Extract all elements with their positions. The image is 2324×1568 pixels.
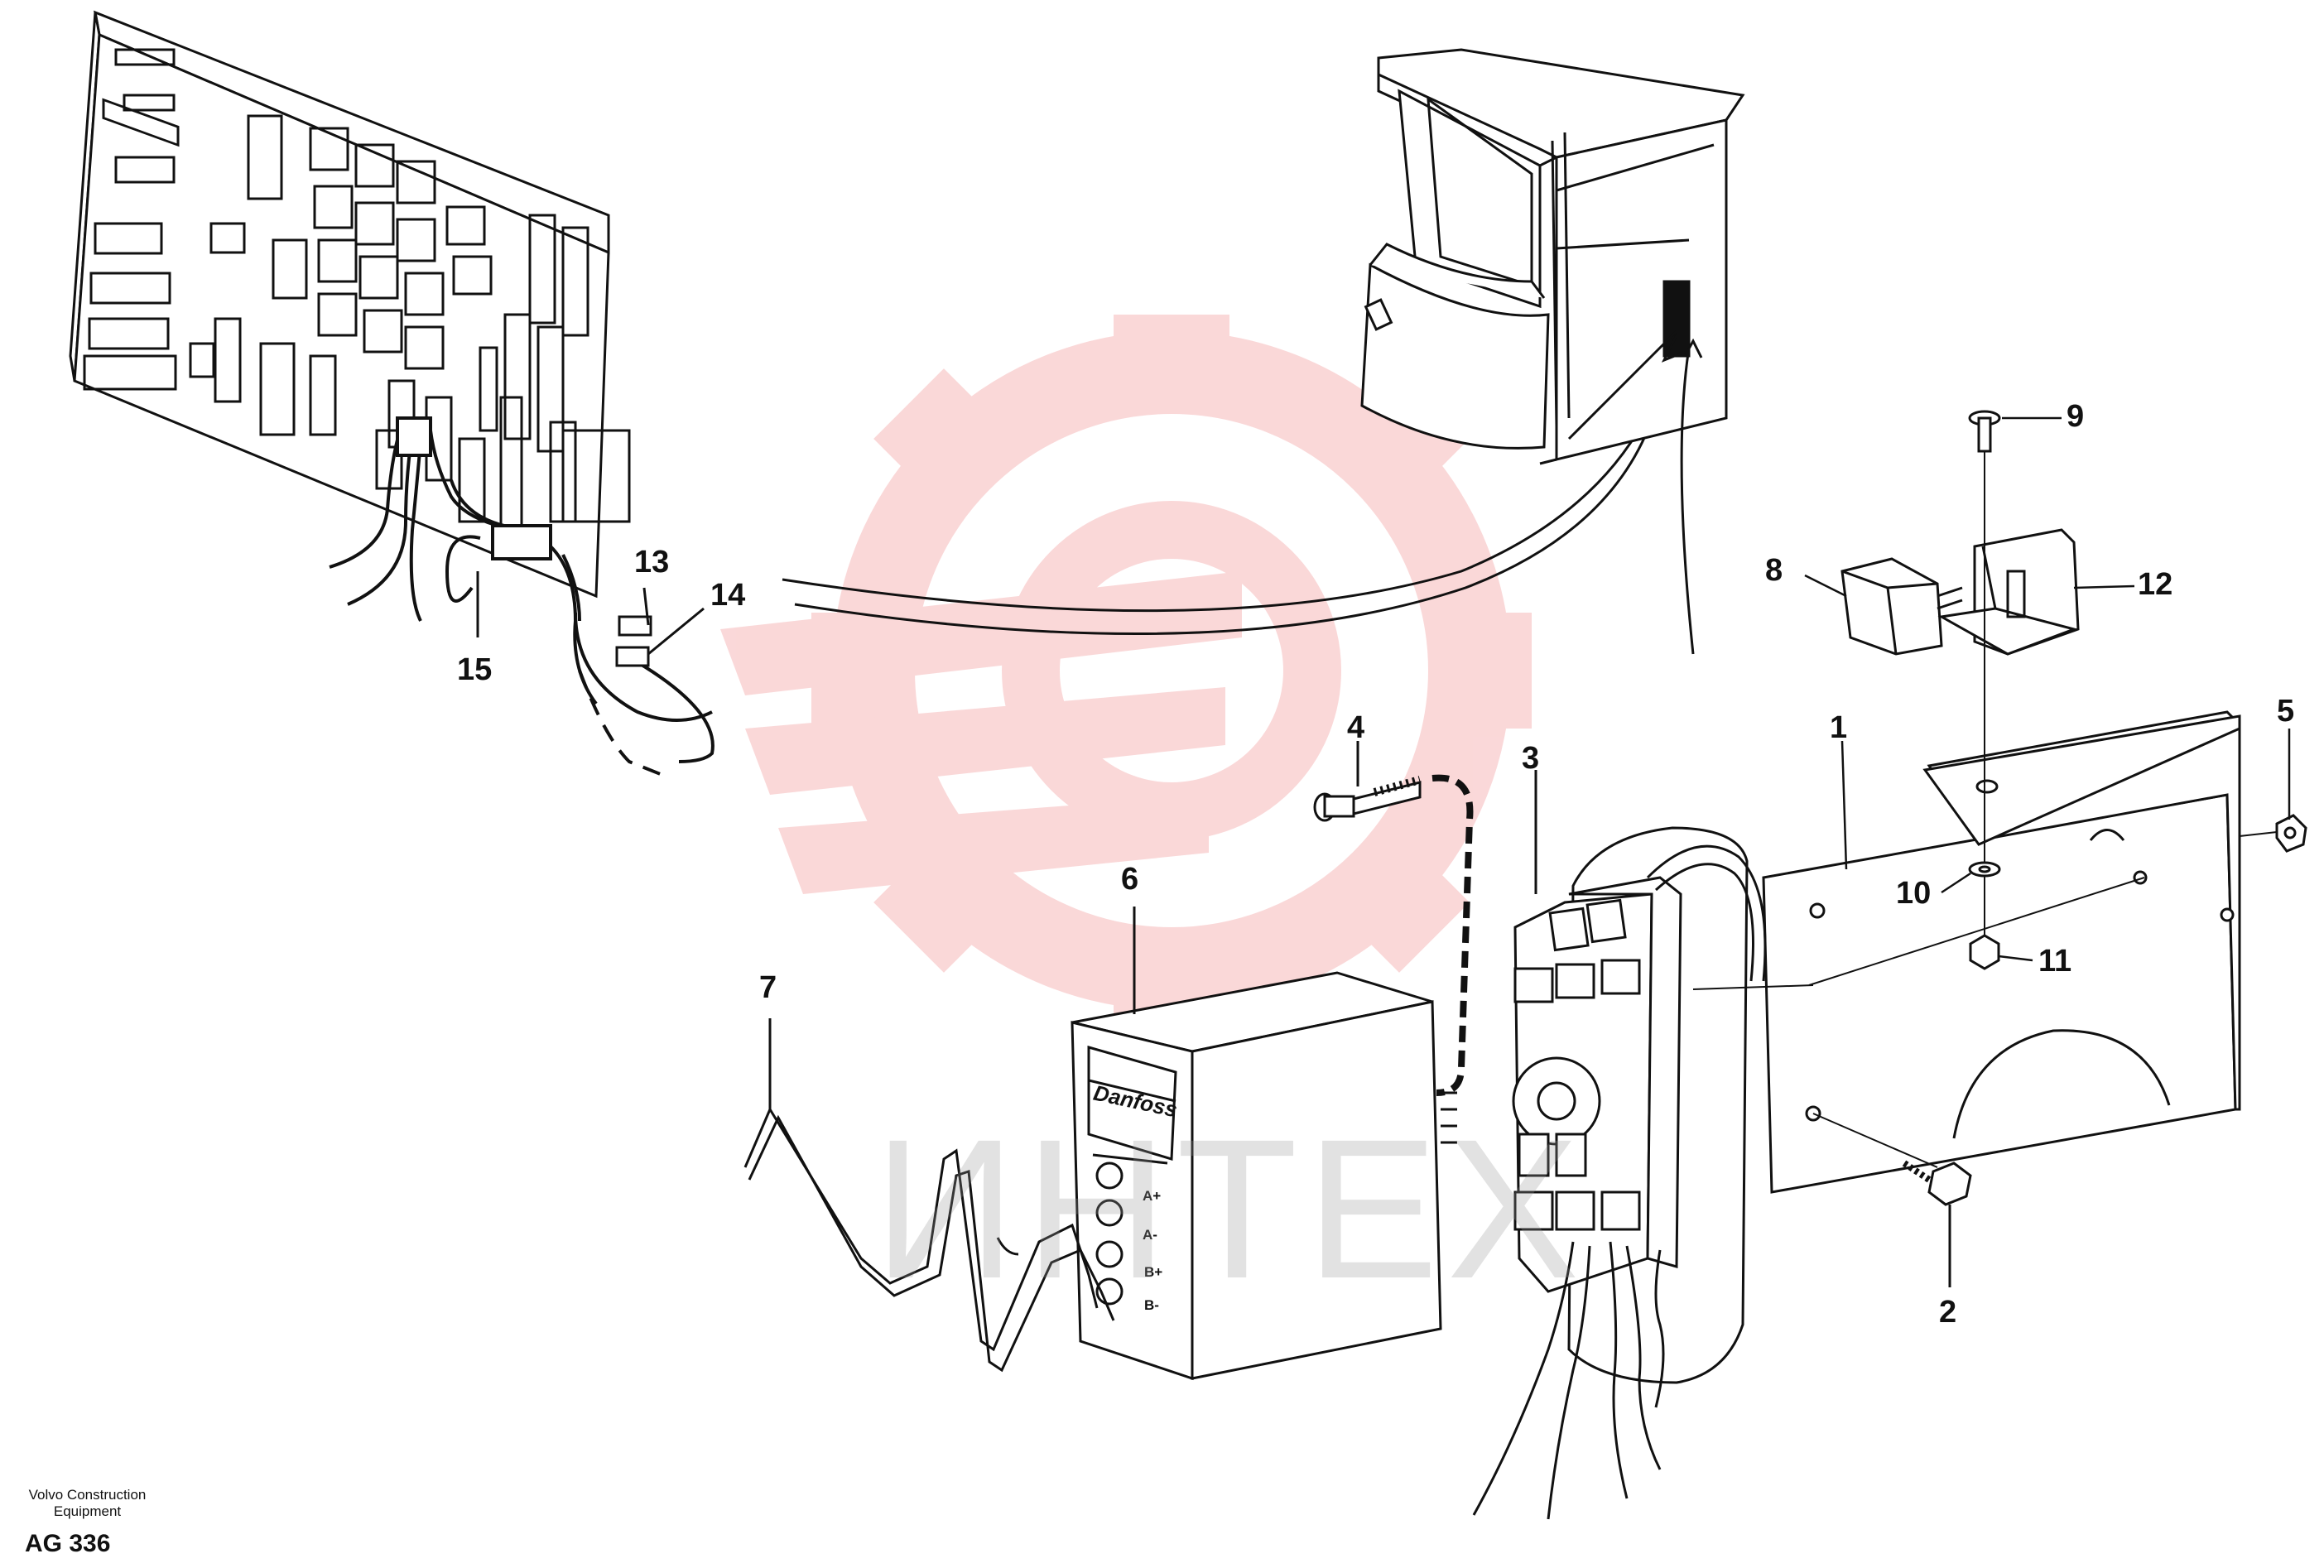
callout-13: 13 xyxy=(634,545,670,580)
callout-8: 8 xyxy=(1765,553,1783,588)
terminal-a-minus: A- xyxy=(1143,1227,1157,1243)
operator-cab xyxy=(1360,48,1745,655)
terminal-b-plus: B+ xyxy=(1144,1264,1163,1280)
board-relays xyxy=(309,127,493,370)
terminal-a-plus: A+ xyxy=(1143,1188,1162,1204)
footer-brand: Volvo Construction Equipment xyxy=(15,1487,160,1520)
harness-connector-13 xyxy=(615,615,652,667)
board-connectors xyxy=(83,48,337,436)
watermark-text: ИНТЕХ xyxy=(873,1098,1588,1320)
callout-12: 12 xyxy=(2138,567,2173,602)
footer-code: AG 336 xyxy=(25,1530,111,1557)
watermark-gear-logo xyxy=(720,315,1532,1027)
callout-1: 1 xyxy=(1830,710,1848,745)
board-harness xyxy=(329,416,715,780)
callout-5: 5 xyxy=(2277,694,2295,729)
callout-11: 11 xyxy=(2038,944,2072,979)
mounting-plate xyxy=(1762,710,2241,1194)
callout-3: 3 xyxy=(1522,741,1540,776)
footer-brand-line1: Volvo Construction xyxy=(28,1487,147,1503)
screw-4 xyxy=(1313,741,1474,1096)
circuit-board xyxy=(69,10,715,780)
footer-brand-line2: Equipment xyxy=(53,1503,122,1519)
wire-sensor xyxy=(743,1018,1115,1373)
timer-socket xyxy=(1472,770,2145,1520)
fasteners-9-10-11 xyxy=(1968,410,2001,970)
relay-and-bracket xyxy=(1840,528,2080,656)
callout-6: 6 xyxy=(1121,862,1139,897)
terminal-b-minus: B- xyxy=(1144,1297,1159,1313)
callout-4: 4 xyxy=(1347,710,1365,745)
callout-7: 7 xyxy=(759,970,777,1005)
screw-2 xyxy=(1812,1113,1972,1287)
callout-9: 9 xyxy=(2067,399,2085,434)
nut-5 xyxy=(2239,814,2307,853)
callout-15: 15 xyxy=(457,652,493,687)
callout-2: 2 xyxy=(1939,1295,1957,1330)
cab-cable xyxy=(782,330,1678,636)
callout-10: 10 xyxy=(1896,876,1932,911)
control-box xyxy=(1071,907,1457,1381)
callout-14: 14 xyxy=(710,578,746,613)
